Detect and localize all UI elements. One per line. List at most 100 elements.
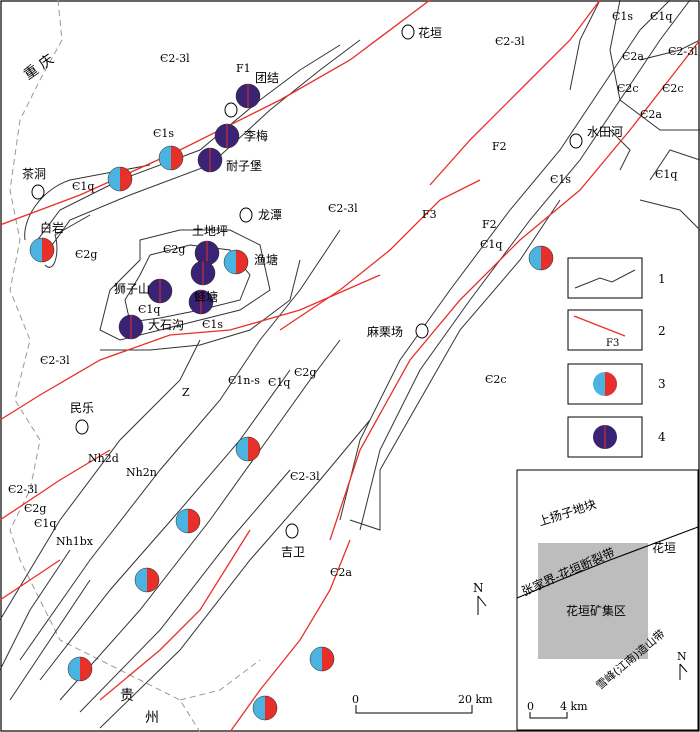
deposit-type4-marker — [194, 240, 220, 266]
stratum-label: Є2c — [485, 373, 507, 386]
stratum-label: Є1q — [72, 180, 94, 193]
inset-scale-end: 4 km — [560, 700, 588, 713]
legend-num-1: 1 — [658, 272, 666, 286]
deposit-tudiping: 土地坪 — [192, 224, 228, 238]
town-marker — [401, 24, 415, 40]
deposit-type4-marker — [235, 83, 261, 109]
legend-type4-symbol — [593, 425, 617, 449]
stratum-label: Є1q — [480, 238, 502, 251]
town-huayuan: 花垣 — [418, 25, 442, 40]
fault-f3 — [279, 179, 481, 331]
deposit-labels: 团结 李梅 耐子堡 土地坪 渔塘 蜂塘 狮子山 大石沟 白岩 — [40, 71, 279, 332]
legend-type3-symbol — [593, 372, 617, 396]
stratum-label: Є2-3l — [160, 52, 190, 65]
stratum-label: Є2-3l — [40, 354, 70, 367]
deposit-yutang: 渔塘 — [254, 252, 278, 267]
deposit-tuanjie: 团结 — [255, 71, 279, 85]
deposit-type3-marker — [309, 646, 335, 672]
deposits-type3 — [29, 145, 554, 721]
deposit-type4-marker — [188, 289, 214, 315]
town-jiwei: 吉卫 — [281, 545, 305, 559]
legend: 1 F3 2 3 4 — [567, 257, 666, 458]
deposit-type3-marker — [175, 508, 201, 534]
stratum-label: Є2-3l — [668, 45, 698, 58]
town-marker — [224, 102, 238, 118]
stratum-label: Є2-3l — [290, 470, 320, 483]
stratum-label: Є1q — [34, 517, 56, 530]
stratum-label: Є1s — [202, 318, 223, 331]
legend-fault-label: F3 — [606, 338, 619, 349]
town-malichang: 麻栗场 — [367, 324, 403, 339]
legend-box-2 — [567, 309, 643, 351]
deposit-type4-marker — [197, 147, 223, 173]
stratum-label: Nh2n — [126, 466, 157, 479]
stratum-label: Є2g — [24, 502, 46, 515]
fault-f1 — [0, 0, 431, 226]
inset-north: N — [677, 650, 687, 663]
fault-f2-north — [429, 0, 601, 186]
north-label: N — [473, 581, 484, 595]
stratum-label: Є2g — [163, 243, 185, 256]
stratum-label: Є2-3l — [328, 202, 358, 215]
deposit-baiyan: 白岩 — [40, 220, 64, 235]
scale-end: 20 km — [458, 693, 493, 706]
town-marker — [31, 184, 45, 200]
stratum-label: Є2-3l — [495, 35, 525, 48]
stratum-label: Є2g — [294, 366, 316, 379]
deposit-type3-marker — [158, 145, 184, 171]
legend-num-2: 2 — [658, 324, 666, 338]
fault-label-f1: F1 — [236, 62, 251, 75]
province-guizhou-1: 贵 — [120, 688, 134, 704]
town-longtan: 龙潭 — [258, 208, 282, 222]
stratum-label: Є1n-s — [228, 374, 260, 387]
stratum-label: Є2a — [622, 50, 644, 63]
stratum-label: Є2c — [617, 82, 639, 95]
fault-label-f2: F2 — [492, 140, 507, 153]
strata-labels: Є2-3l Є2-3l Є1s Є1q Є2-3l Є2a Є2c Є2c Є2… — [8, 10, 698, 579]
stratum-label: Є1s — [612, 10, 633, 23]
town-marker — [285, 523, 299, 539]
town-shuitianhe: 水田河 — [587, 125, 623, 139]
stratum-label: Є2a — [640, 108, 662, 121]
fault-southwest — [0, 559, 61, 601]
stratum-label: Є2-3l — [8, 483, 38, 496]
deposit-shizi: 狮子山 — [114, 282, 150, 296]
deposit-type3-marker — [223, 249, 249, 275]
deposit-limei: 李梅 — [244, 128, 268, 143]
deposit-type3-marker — [528, 245, 554, 271]
town-marker — [239, 207, 253, 223]
stratum-label: Nh2d — [88, 452, 119, 465]
stratum-label: Є1s — [153, 127, 174, 140]
towns: 花垣 茶洞 龙潭 民乐 麻栗场 水田河 吉卫 — [22, 24, 623, 559]
legend-box-1 — [567, 257, 643, 299]
deposit-type4-marker — [147, 278, 173, 304]
deposit-fengtang: 蜂塘 — [194, 289, 218, 304]
fault-south — [99, 529, 251, 701]
deposit-type3-marker — [67, 656, 93, 682]
deposits-type4 — [118, 83, 261, 340]
fault-label-f2b: F2 — [482, 218, 497, 231]
stratum-label: Є1q — [655, 168, 677, 181]
legend-num-4: 4 — [658, 430, 666, 444]
stratum-label: Є2c — [662, 82, 684, 95]
deposit-naizibao: 耐子堡 — [226, 158, 262, 173]
town-marker — [75, 419, 89, 435]
town-minle: 民乐 — [70, 401, 94, 415]
provincial-boundary-2 — [179, 659, 261, 701]
fault-label-f3: F3 — [422, 208, 437, 221]
stratum-label: Є2a — [330, 566, 352, 579]
inset-map: 上扬子地块 张家界-花垣断裂带 花垣 花垣矿集区 雪峰(江南)造山带 N 0 4… — [516, 469, 699, 731]
stratum-label: Є2g — [75, 248, 97, 261]
deposit-type3-marker — [29, 237, 55, 263]
town-chadong: 茶洞 — [22, 166, 46, 181]
stratum-label: Є1q — [650, 10, 672, 23]
deposit-type3-marker — [252, 695, 278, 721]
fault-secondary — [0, 274, 381, 421]
stratum-label: Z — [182, 386, 190, 399]
scale-bar: 0 20 km — [352, 693, 493, 714]
stratum-label: Nh1bx — [56, 535, 94, 548]
fault-f2-south — [329, 39, 700, 541]
inset-district: 花垣矿集区 — [566, 603, 626, 618]
